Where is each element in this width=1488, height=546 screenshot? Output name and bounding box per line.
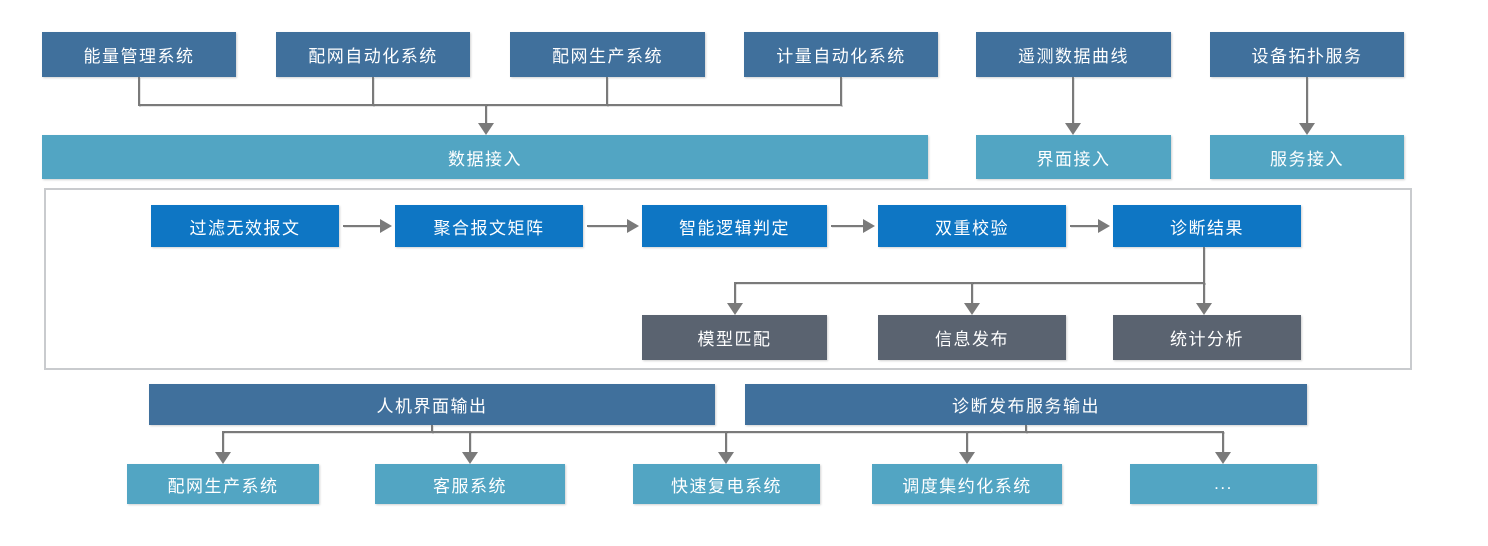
node-statistics-analysis: 统计分析 xyxy=(1113,315,1301,360)
node-service-access: 服务接入 xyxy=(1210,135,1404,179)
connector-line xyxy=(831,225,863,227)
node-aggregate-message-matrix: 聚合报文矩阵 xyxy=(395,205,583,247)
node-metering-automation-system: 计量自动化系统 xyxy=(744,32,938,77)
node-interface-access: 界面接入 xyxy=(976,135,1171,179)
connector-line xyxy=(469,431,471,452)
node-data-access: 数据接入 xyxy=(42,135,928,179)
node-double-verification: 双重校验 xyxy=(878,205,1066,247)
connector-line xyxy=(1203,247,1205,284)
connector-line xyxy=(606,77,608,106)
connector-line xyxy=(485,104,487,124)
connector-line xyxy=(222,431,224,452)
connector-line xyxy=(1306,77,1308,123)
node-telemetry-data-curve: 遥测数据曲线 xyxy=(976,32,1171,77)
node-intelligent-logic-judgment: 智能逻辑判定 xyxy=(642,205,827,247)
node-information-publish: 信息发布 xyxy=(878,315,1066,360)
connector-line xyxy=(1072,77,1074,123)
node-rapid-power-restoration-system: 快速复电系统 xyxy=(633,464,820,504)
connector-line xyxy=(1222,431,1224,452)
node-energy-management-system: 能量管理系统 xyxy=(42,32,236,77)
node-distribution-production-system: 配网生产系统 xyxy=(510,32,705,77)
connector-line xyxy=(1025,425,1027,433)
arrow-down-icon xyxy=(462,452,478,464)
connector-line xyxy=(971,282,973,304)
arrow-down-icon xyxy=(1196,303,1212,315)
connector-line xyxy=(734,282,736,304)
connector-rail xyxy=(734,282,1205,284)
arrow-down-icon xyxy=(964,303,980,315)
arrow-right-icon xyxy=(380,219,392,233)
node-customer-service-system: 客服系统 xyxy=(375,464,565,504)
node-hmi-output: 人机界面输出 xyxy=(149,384,715,425)
connector-line xyxy=(1070,225,1098,227)
arrow-down-icon xyxy=(727,303,743,315)
node-device-topology-service: 设备拓扑服务 xyxy=(1210,32,1404,77)
node-filter-invalid-messages: 过滤无效报文 xyxy=(151,205,339,247)
arrow-down-icon xyxy=(1299,123,1315,135)
node-distribution-automation-system: 配网自动化系统 xyxy=(276,32,470,77)
node-diagnosis-result: 诊断结果 xyxy=(1113,205,1301,247)
node-model-matching: 模型匹配 xyxy=(642,315,827,360)
arrow-right-icon xyxy=(627,219,639,233)
arrow-down-icon xyxy=(478,123,494,135)
node-diagnosis-publish-service-output: 诊断发布服务输出 xyxy=(745,384,1307,425)
connector-line xyxy=(725,431,727,452)
node-distribution-production-consumer: 配网生产系统 xyxy=(127,464,319,504)
connector-line xyxy=(587,225,627,227)
connector-line xyxy=(343,225,380,227)
connector-rail xyxy=(222,431,1224,433)
arrow-down-icon xyxy=(1065,123,1081,135)
pipeline-frame xyxy=(44,188,1412,370)
connector-rail xyxy=(138,104,842,106)
arrow-right-icon xyxy=(863,219,875,233)
arrow-down-icon xyxy=(215,452,231,464)
arrow-down-icon xyxy=(718,452,734,464)
connector-line xyxy=(431,425,433,433)
connector-line xyxy=(1203,282,1205,304)
node-more-systems: ... xyxy=(1130,464,1317,504)
arrow-down-icon xyxy=(1215,452,1231,464)
arrow-right-icon xyxy=(1098,219,1110,233)
node-dispatch-intensive-system: 调度集约化系统 xyxy=(872,464,1062,504)
connector-line xyxy=(372,77,374,106)
connector-line xyxy=(840,77,842,106)
connector-line xyxy=(966,431,968,452)
arrow-down-icon xyxy=(959,452,975,464)
connector-line xyxy=(138,77,140,106)
